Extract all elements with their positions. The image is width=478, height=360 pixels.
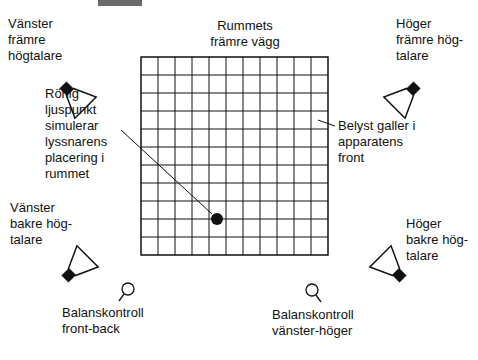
speaker-symbol (54, 246, 98, 290)
grid-frame (141, 57, 328, 255)
light-point (211, 213, 223, 225)
callout-label: Höger främre hög- talare (396, 16, 468, 64)
photo-fragment (98, 0, 142, 6)
callout-label: Balanskontroll front-back (62, 305, 154, 337)
balance-knob (306, 284, 318, 296)
knob-pointer (119, 294, 124, 301)
grid-lines (141, 57, 328, 255)
callout-label: Belyst galler i apparatens front (338, 118, 426, 166)
callout-label: Vänster bakre hög- talare (10, 200, 80, 248)
speaker-symbol (384, 74, 428, 118)
callout-label: Vänster främre högtalare (8, 16, 78, 64)
knob-pointer (316, 295, 321, 302)
callout-label: Balanskontroll vänster-höger (272, 307, 364, 339)
callout-label: Rörlig ljuspunkt simulerar lyssnarens pl… (45, 86, 117, 182)
callout-label: Höger bakre hög- talare (406, 216, 474, 264)
balance-knob (122, 283, 134, 295)
callout-label: Rummets främre vägg (200, 18, 290, 50)
leader-line (121, 130, 212, 214)
leader-line (318, 120, 335, 126)
